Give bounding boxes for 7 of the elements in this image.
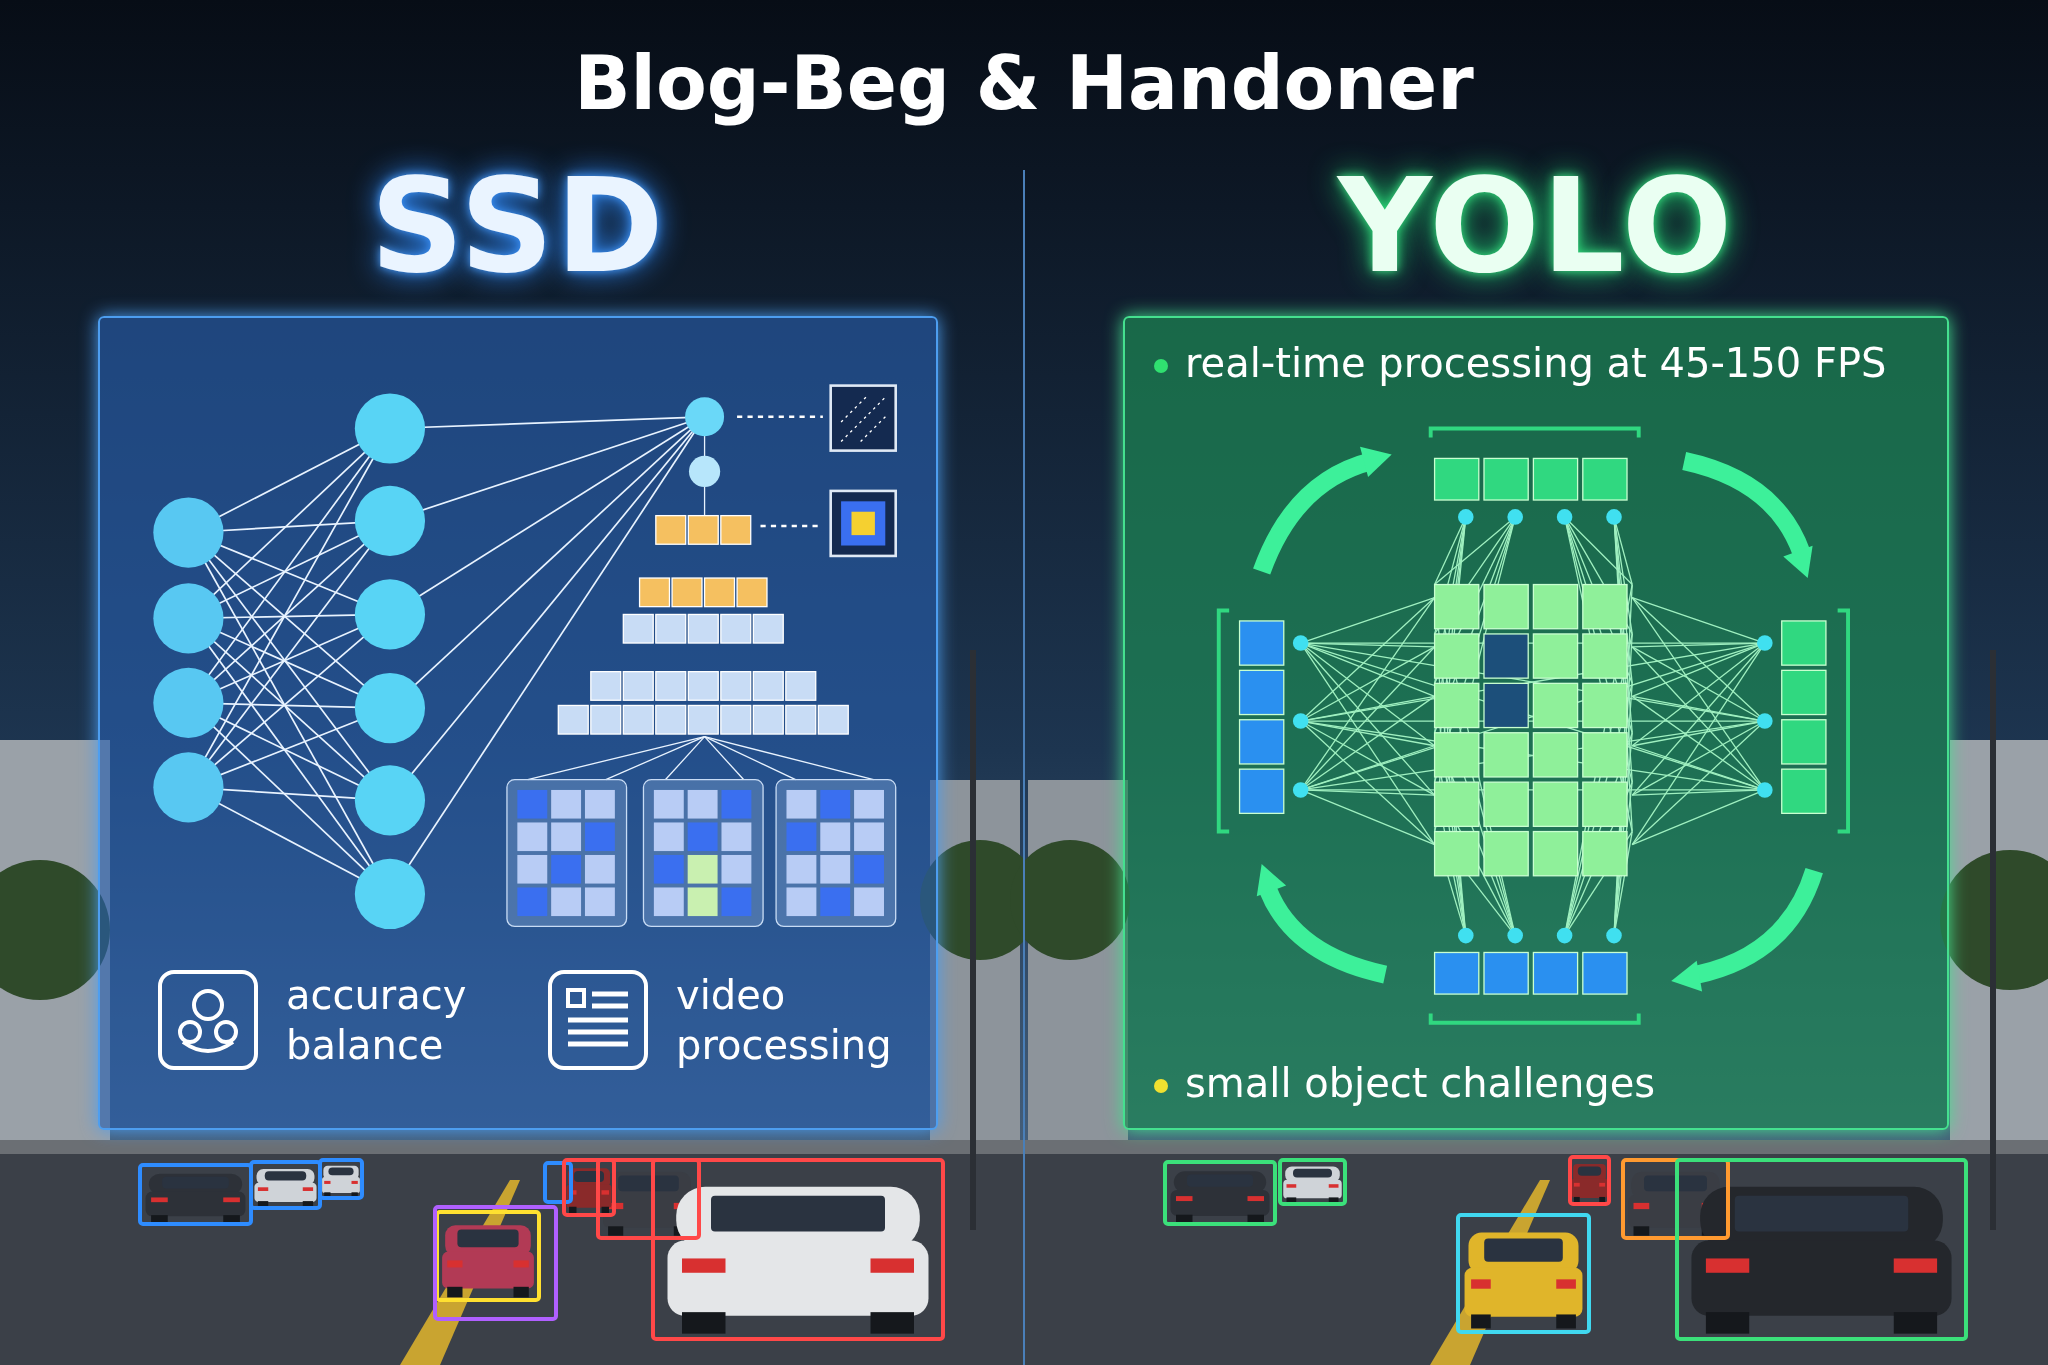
feature-label: real-time processing at 45-150 FPS xyxy=(1185,340,1887,386)
feature-label: small object challenges xyxy=(1185,1060,1656,1106)
panel-heading: SSD xyxy=(369,150,667,302)
panel-heading: YOLO xyxy=(1335,150,1736,302)
feature-label: accuracy balance xyxy=(286,971,468,1070)
title: Blog-Beg & Handoner xyxy=(573,40,1475,126)
feature-label: video processing xyxy=(676,971,893,1070)
